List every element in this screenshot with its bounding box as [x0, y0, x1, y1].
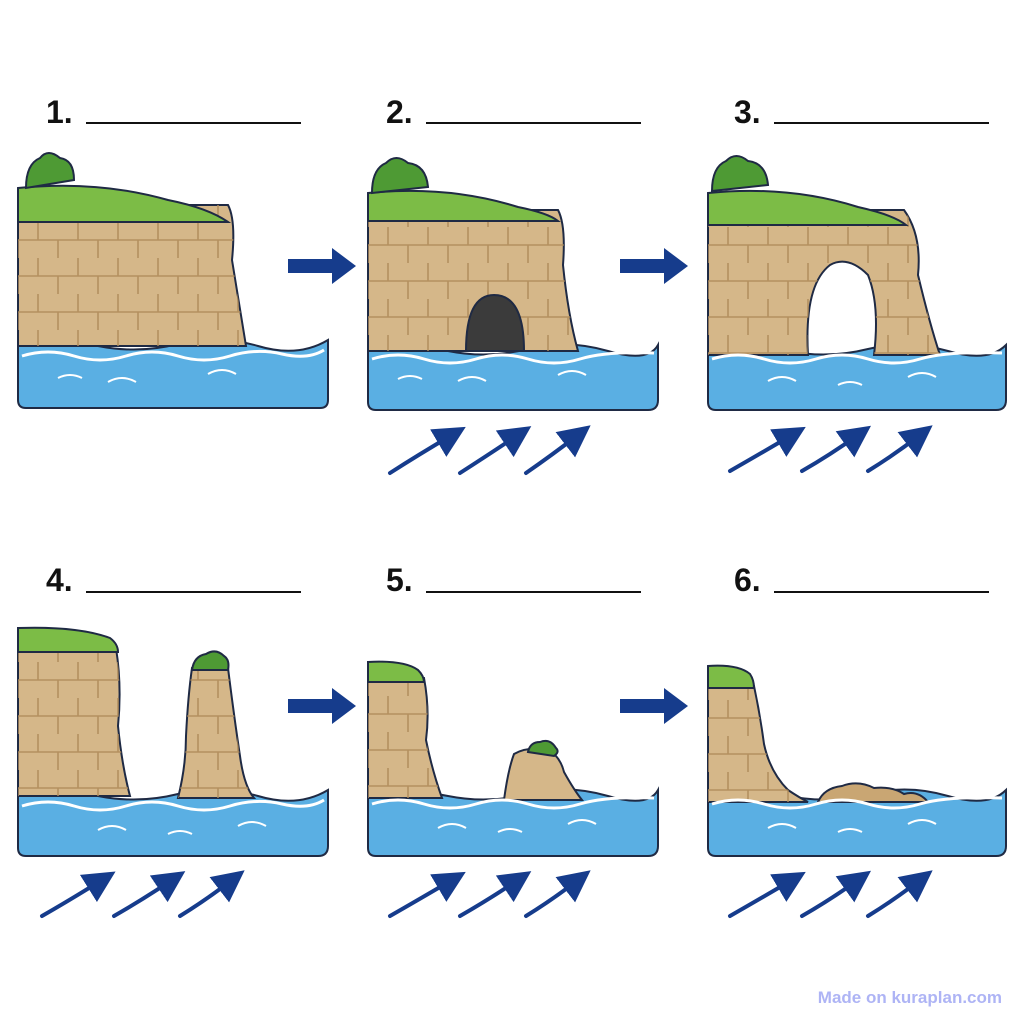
panel-4-number: 4. — [46, 562, 73, 598]
stump — [502, 747, 585, 801]
panel-2-answer-line[interactable] — [426, 122, 641, 124]
grass-top — [367, 189, 561, 222]
rubble — [816, 782, 931, 803]
arrow-1-to-2 — [288, 248, 356, 284]
panel-5-number: 5. — [386, 562, 413, 598]
panel-3-answer-line[interactable] — [774, 122, 989, 124]
wave-line — [711, 351, 1003, 365]
stump-bush — [526, 739, 559, 758]
wave-direction-arrows — [388, 425, 591, 475]
water — [17, 788, 329, 857]
panel-1-answer-line[interactable] — [86, 122, 301, 124]
panel-3-number: 3. — [734, 94, 761, 130]
grass-top — [17, 626, 120, 653]
panel-4-stack-scene — [17, 626, 329, 918]
bush — [370, 157, 430, 195]
panel-1-number: 1. — [46, 94, 73, 130]
panel-6-number: 6. — [734, 562, 761, 598]
panel-5-answer-line[interactable] — [426, 591, 641, 593]
wave-line — [21, 348, 325, 362]
wave-line — [371, 796, 655, 810]
arrow-5-to-6 — [620, 688, 688, 724]
panel-1-cliff-scene — [17, 152, 329, 409]
panel-5-stump-scene — [367, 660, 659, 918]
watermark: Made on kuraplan.com — [817, 988, 1002, 1007]
grass-top — [707, 664, 756, 689]
panel-2-number: 2. — [386, 94, 413, 130]
panel-6-eroded-scene — [707, 664, 1007, 918]
water — [17, 338, 329, 409]
panel-6-answer-line[interactable] — [774, 591, 989, 593]
grass-top — [707, 189, 909, 226]
wave-line — [21, 798, 325, 812]
grass-top — [17, 184, 232, 223]
stack-bush — [190, 650, 230, 671]
panel-4-answer-line[interactable] — [86, 591, 301, 593]
wave-direction-arrows — [728, 425, 933, 473]
panel-3-arch-scene — [707, 155, 1007, 473]
arrow-2-to-3 — [620, 248, 688, 284]
wave-direction-arrows — [728, 870, 933, 918]
wave-line — [711, 796, 1003, 810]
arrow-4-to-5 — [288, 688, 356, 724]
panel-2-cave-scene — [367, 157, 659, 475]
grass-top — [367, 660, 426, 683]
wave-line — [371, 351, 655, 365]
bush — [710, 155, 770, 193]
wave-direction-arrows — [388, 870, 591, 918]
cave — [464, 293, 526, 352]
bush — [24, 152, 76, 190]
wave-direction-arrows — [40, 870, 245, 918]
